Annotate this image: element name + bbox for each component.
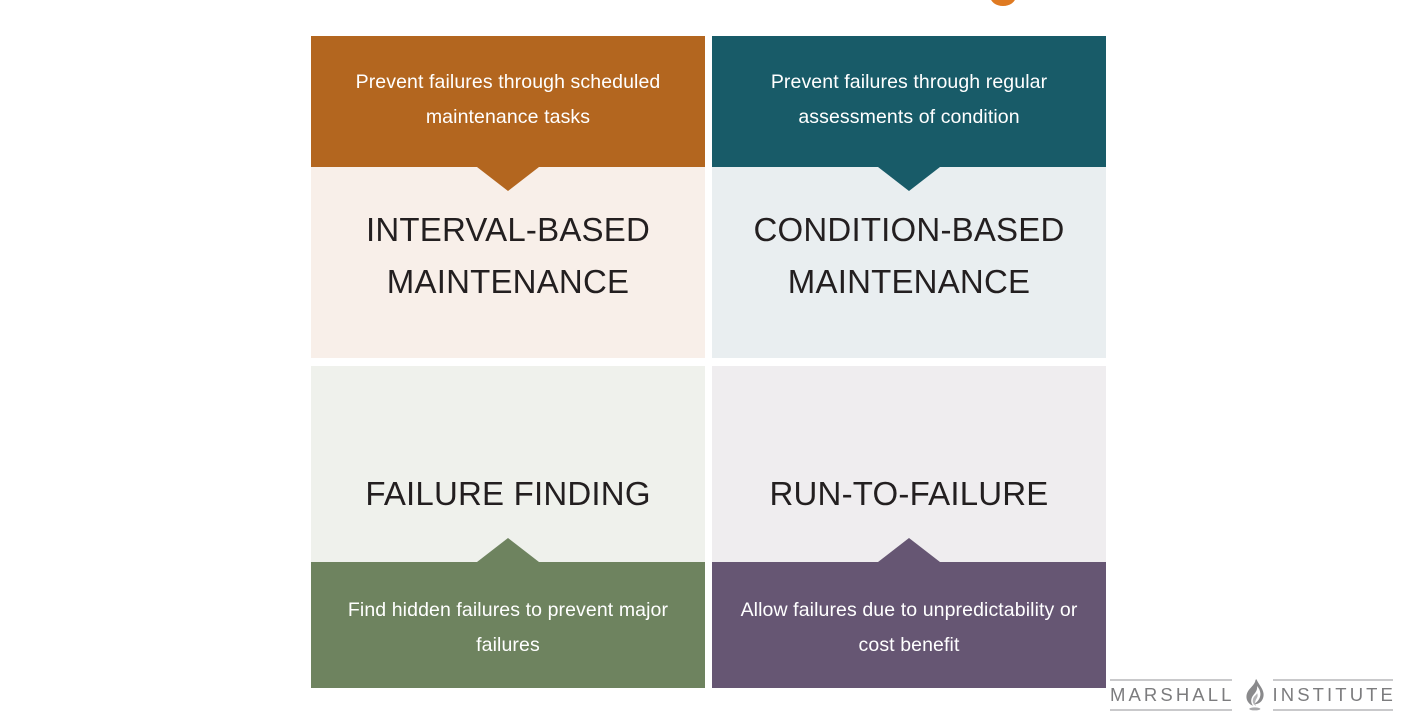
quadrant-failure-finding-band-text: Find hidden failures to prevent major fa… xyxy=(347,599,669,656)
quadrant-run-to-failure[interactable]: RUN-TO-FAILURE Allow failures due to unp… xyxy=(712,366,1106,688)
column-gap xyxy=(705,366,712,688)
quadrant-interval-based-band-text: Prevent failures through scheduled maint… xyxy=(355,70,661,128)
flame-icon xyxy=(1245,679,1264,711)
logo-word-marshall: MARSHALL xyxy=(1109,679,1235,711)
maintenance-strategy-matrix: Prevent failures through scheduled maint… xyxy=(311,36,1106,688)
quadrant-run-to-failure-band-text: Allow failures due to unpredictability o… xyxy=(740,599,1078,656)
orange-dot xyxy=(990,0,1016,6)
quadrant-condition-based[interactable]: Prevent failures through regular assessm… xyxy=(712,36,1106,358)
quadrant-run-to-failure-band: Allow failures due to unpredictability o… xyxy=(712,562,1106,688)
quadrant-failure-finding-title: FAILURE FINDING xyxy=(311,468,705,520)
quadrant-interval-based[interactable]: Prevent failures through scheduled maint… xyxy=(311,36,705,358)
quadrant-interval-based-title: INTERVAL-BASED MAINTENANCE xyxy=(311,204,705,308)
brand-logo: MARSHALL INSTITUTE xyxy=(1109,678,1396,712)
quadrant-run-to-failure-title-line-1: RUN-TO-FAILURE xyxy=(769,475,1049,512)
chevron-down-notch-icon xyxy=(878,167,940,191)
quadrant-condition-based-title-line-1: CONDITION-BASED xyxy=(753,211,1065,248)
logo-word-institute: INSTITUTE xyxy=(1272,679,1396,711)
row-gap xyxy=(311,358,705,366)
quadrant-condition-based-title: CONDITION-BASED MAINTENANCE xyxy=(712,204,1106,308)
quadrant-condition-based-band: Prevent failures through regular assessm… xyxy=(712,36,1106,167)
quadrant-interval-based-title-line-2: MAINTENANCE xyxy=(386,263,630,300)
row-gap-center xyxy=(705,358,712,366)
quadrant-interval-based-title-line-1: INTERVAL-BASED xyxy=(366,211,650,248)
quadrant-condition-based-title-line-2: MAINTENANCE xyxy=(787,263,1031,300)
quadrant-condition-based-band-text: Prevent failures through regular assessm… xyxy=(770,70,1048,128)
column-gap xyxy=(705,36,712,358)
chevron-down-notch-icon xyxy=(477,167,539,191)
quadrant-interval-based-band: Prevent failures through scheduled maint… xyxy=(311,36,705,167)
quadrant-run-to-failure-title: RUN-TO-FAILURE xyxy=(712,468,1106,520)
quadrant-failure-finding[interactable]: FAILURE FINDING Find hidden failures to … xyxy=(311,366,705,688)
chevron-up-notch-icon xyxy=(477,538,539,562)
quadrant-failure-finding-band: Find hidden failures to prevent major fa… xyxy=(311,562,705,688)
chevron-up-notch-icon xyxy=(878,538,940,562)
quadrant-failure-finding-title-line-1: FAILURE FINDING xyxy=(365,475,651,512)
row-gap xyxy=(712,358,1106,366)
